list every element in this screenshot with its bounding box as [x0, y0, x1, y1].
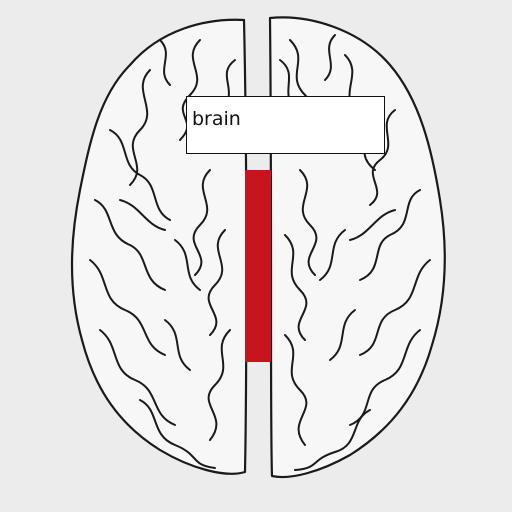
- label-box: brain: [186, 96, 385, 154]
- left-hemisphere: [70, 18, 248, 475]
- right-hemisphere: [268, 16, 446, 479]
- highlighted-region: [245, 170, 271, 362]
- label-text: brain: [192, 108, 241, 130]
